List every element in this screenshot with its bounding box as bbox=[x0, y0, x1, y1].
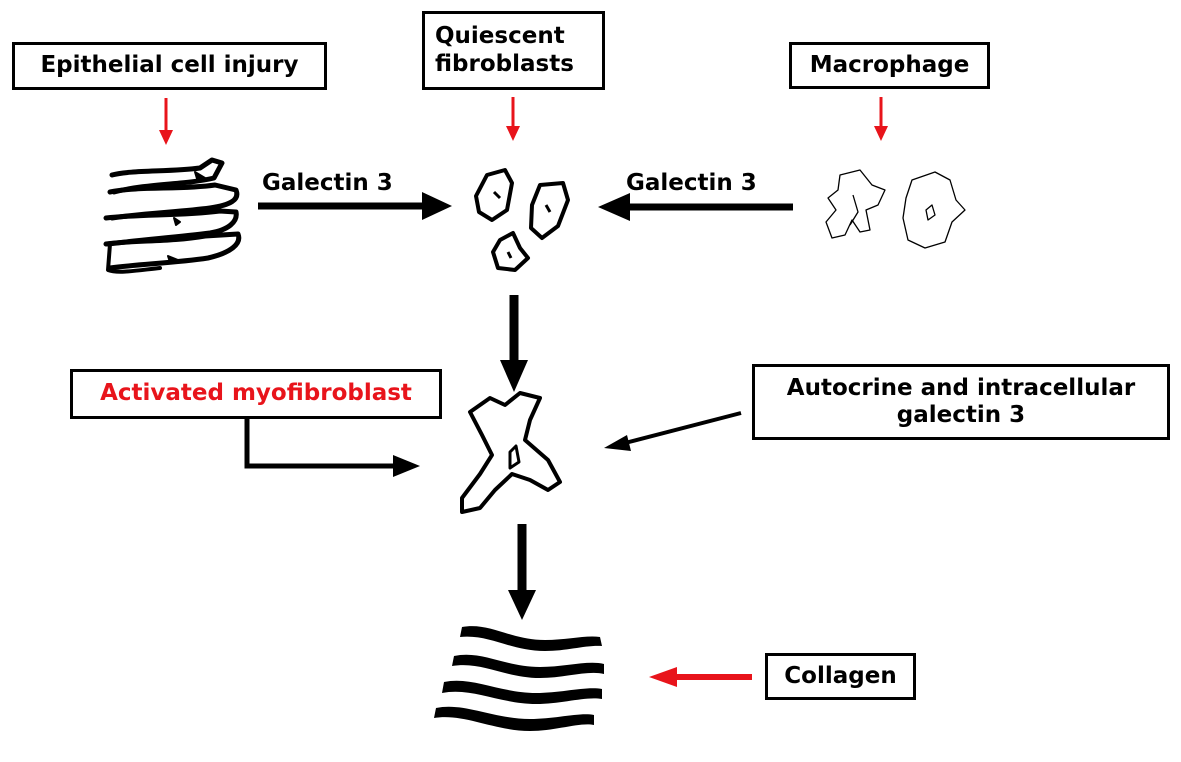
arrow-galectin-left bbox=[258, 192, 452, 220]
red-arrow-macrophage bbox=[874, 97, 888, 141]
galectin-3-left-label: Galectin 3 bbox=[262, 170, 393, 196]
quiescent-fibroblasts-label: Quiescent fibroblasts bbox=[435, 23, 574, 77]
quiescent-fibroblasts-drawing bbox=[474, 168, 570, 272]
activated-myofibroblast-box: Activated myofibroblast bbox=[70, 369, 442, 419]
arrow-collagen-red bbox=[649, 667, 752, 687]
arrow-down-myofibroblast bbox=[508, 524, 536, 620]
epithelial-cell-injury-box: Epithelial cell injury bbox=[12, 42, 327, 90]
myofibroblast-drawing bbox=[460, 391, 562, 514]
collagen-box: Collagen bbox=[765, 653, 916, 700]
quiescent-fibroblasts-box: Quiescent fibroblasts bbox=[422, 11, 605, 90]
epithelial-cell-injury-label: Epithelial cell injury bbox=[40, 52, 299, 79]
macrophage-drawing bbox=[825, 169, 966, 249]
red-arrow-epithelial bbox=[159, 98, 173, 145]
collagen-drawing bbox=[434, 626, 604, 731]
red-arrow-quiescent bbox=[506, 97, 520, 141]
macrophage-box: Macrophage bbox=[789, 42, 990, 89]
macrophage-label: Macrophage bbox=[809, 51, 970, 78]
epithelial-cells-drawing bbox=[103, 157, 242, 274]
arrow-activated-myofibroblast bbox=[244, 419, 420, 477]
arrow-down-fibroblasts bbox=[500, 295, 528, 392]
autocrine-galectin-label: Autocrine and intracellular galectin 3 bbox=[786, 374, 1136, 428]
arrow-galectin-right bbox=[598, 193, 793, 221]
arrow-autocrine bbox=[604, 411, 742, 451]
collagen-label: Collagen bbox=[784, 662, 897, 689]
galectin-3-right-label: Galectin 3 bbox=[626, 170, 757, 196]
activated-myofibroblast-label: Activated myofibroblast bbox=[100, 380, 412, 407]
autocrine-galectin-box: Autocrine and intracellular galectin 3 bbox=[752, 364, 1170, 440]
